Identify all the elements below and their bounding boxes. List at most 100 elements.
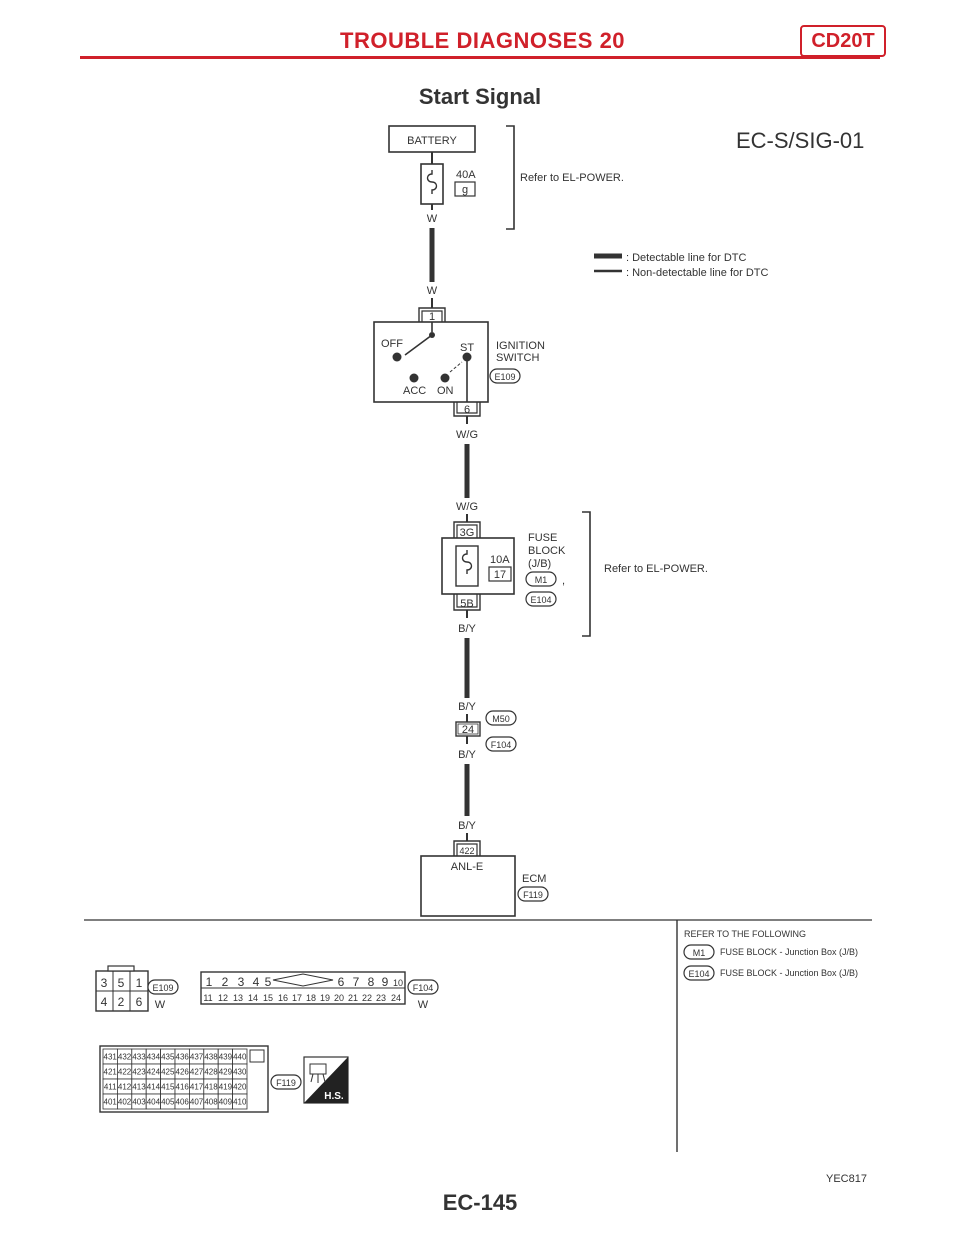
fuse-block-pin-out: 5B <box>460 598 473 610</box>
f119-pin-number: 440 <box>233 1053 247 1062</box>
f119-pin-number: 407 <box>190 1098 204 1107</box>
fusible-link-icon <box>426 170 438 194</box>
connector-e109-face: 3 5 1 4 2 6 <box>95 965 149 1012</box>
refer-el-power-2: Refer to EL-POWER. <box>604 563 708 575</box>
f119-pin-number: 416 <box>176 1083 190 1092</box>
svg-text:4: 4 <box>101 995 108 1009</box>
svg-text:20: 20 <box>334 993 344 1003</box>
joint-wire-in: B/Y <box>458 701 476 713</box>
refer-heading: REFER TO THE FOLLOWING <box>684 929 806 939</box>
svg-text:7: 7 <box>353 975 360 989</box>
fuse-block-name-1: FUSE <box>528 532 557 544</box>
connector-e109-color: W <box>155 999 166 1011</box>
f119-pin-number: 433 <box>132 1053 146 1062</box>
fuse-block-name-2: BLOCK <box>528 545 566 557</box>
ignition-wire-in: W <box>427 285 438 297</box>
svg-text:8: 8 <box>368 975 375 989</box>
svg-text:12: 12 <box>218 993 228 1003</box>
harness-side-icon: H.S. <box>303 1056 349 1104</box>
fuse-block-connector-1: M1 <box>535 575 548 585</box>
ecm-wire-in: B/Y <box>458 820 476 832</box>
ignition-connector-badge <box>489 368 521 384</box>
f119-pin-number: 427 <box>190 1068 204 1077</box>
ignition-wire-out: W/G <box>456 429 478 441</box>
figure-code: YEC817 <box>826 1173 867 1185</box>
terminal-on <box>440 373 450 383</box>
ignition-pin-out: 6 <box>464 404 470 416</box>
section-title: TROUBLE DIAGNOSES 20 <box>340 28 626 53</box>
ignition-name-1: IGNITION <box>496 340 545 352</box>
f119-pin-number: 434 <box>147 1053 161 1062</box>
fusible-link-amp: 40A <box>456 169 476 181</box>
f119-pin-number: 424 <box>147 1068 161 1077</box>
ignition-acc-label: ACC <box>403 385 426 397</box>
fuse-block-pin-in: 3G <box>460 527 475 539</box>
svg-text:3: 3 <box>101 976 108 990</box>
page-title: Start Signal <box>418 84 542 109</box>
svg-text:1: 1 <box>206 975 213 989</box>
svg-text:3: 3 <box>238 975 245 989</box>
ecm-name: ECM <box>522 873 546 885</box>
svg-text:19: 19 <box>320 993 330 1003</box>
f119-pin-number: 420 <box>233 1083 247 1092</box>
refer-item-1-connector: M1 <box>693 948 706 958</box>
f119-pin-number: 413 <box>132 1083 146 1092</box>
svg-text:17: 17 <box>292 993 302 1003</box>
harness-side-text: H.S. <box>324 1091 344 1102</box>
f119-pin-number: 437 <box>190 1053 204 1062</box>
fusible-link-letter: g <box>462 184 468 196</box>
ignition-on-label: ON <box>437 385 454 397</box>
f119-pin-number: 412 <box>118 1083 132 1092</box>
fuse-block-comma: , <box>562 575 565 587</box>
svg-text:2: 2 <box>118 995 125 1009</box>
svg-text:13: 13 <box>233 993 243 1003</box>
fuse-amp: 10A <box>490 554 510 566</box>
f119-pin-number: 405 <box>161 1098 175 1107</box>
f119-pin-number: 423 <box>132 1068 146 1077</box>
refer-item-2-connector: E104 <box>688 969 709 979</box>
diagram-id: EC-S/SIG-01 <box>736 128 864 153</box>
battery-wire-color: W <box>427 213 438 225</box>
refer-bracket-2 <box>582 511 591 637</box>
f119-pin-number: 402 <box>118 1098 132 1107</box>
f119-pin-number: 411 <box>104 1083 117 1092</box>
terminal-st <box>462 352 472 362</box>
ignition-name-2: SWITCH <box>496 352 539 364</box>
fuse-icon <box>461 550 473 574</box>
f119-pin-number: 401 <box>104 1098 118 1107</box>
joint-connector-bottom: F104 <box>491 740 512 750</box>
svg-text:4: 4 <box>253 975 260 989</box>
refer-el-power-1: Refer to EL-POWER. <box>520 172 624 184</box>
f119-pin-number: 403 <box>132 1098 146 1107</box>
svg-text:5: 5 <box>265 975 272 989</box>
f119-pin-number: 421 <box>104 1068 118 1077</box>
svg-text:15: 15 <box>263 993 273 1003</box>
ignition-off-label: OFF <box>381 338 403 350</box>
f119-pin-number: 430 <box>233 1068 247 1077</box>
f119-pin-number: 436 <box>176 1053 190 1062</box>
fuse-block-connector-2: E104 <box>530 595 551 605</box>
joint-connector-top: M50 <box>492 714 510 724</box>
refer-item-2-text: FUSE BLOCK - Junction Box (J/B) <box>720 968 858 978</box>
f119-pin-number: 426 <box>176 1068 190 1077</box>
svg-text:6: 6 <box>136 995 143 1009</box>
svg-text:11: 11 <box>203 993 212 1003</box>
f119-pin-number: 418 <box>204 1083 218 1092</box>
terminal-off <box>392 352 402 362</box>
svg-text:18: 18 <box>306 993 316 1003</box>
f119-pin-number: 415 <box>161 1083 175 1092</box>
ecm-pin: 422 <box>459 846 474 856</box>
f119-pin-number: 428 <box>204 1068 218 1077</box>
ecm-box <box>420 855 516 917</box>
f119-pin-number: 404 <box>147 1098 161 1107</box>
svg-text:14: 14 <box>248 993 258 1003</box>
ignition-st-label: ST <box>460 342 474 354</box>
fuse-block-wire-out: B/Y <box>458 623 476 635</box>
f119-pin-number: 425 <box>161 1068 175 1077</box>
ecm-terminal: ANL-E <box>451 861 483 873</box>
ignition-contact-arm <box>404 334 433 356</box>
f119-pin-number: 431 <box>104 1053 118 1062</box>
svg-text:10: 10 <box>393 978 403 988</box>
f119-pin-number: 438 <box>204 1053 218 1062</box>
